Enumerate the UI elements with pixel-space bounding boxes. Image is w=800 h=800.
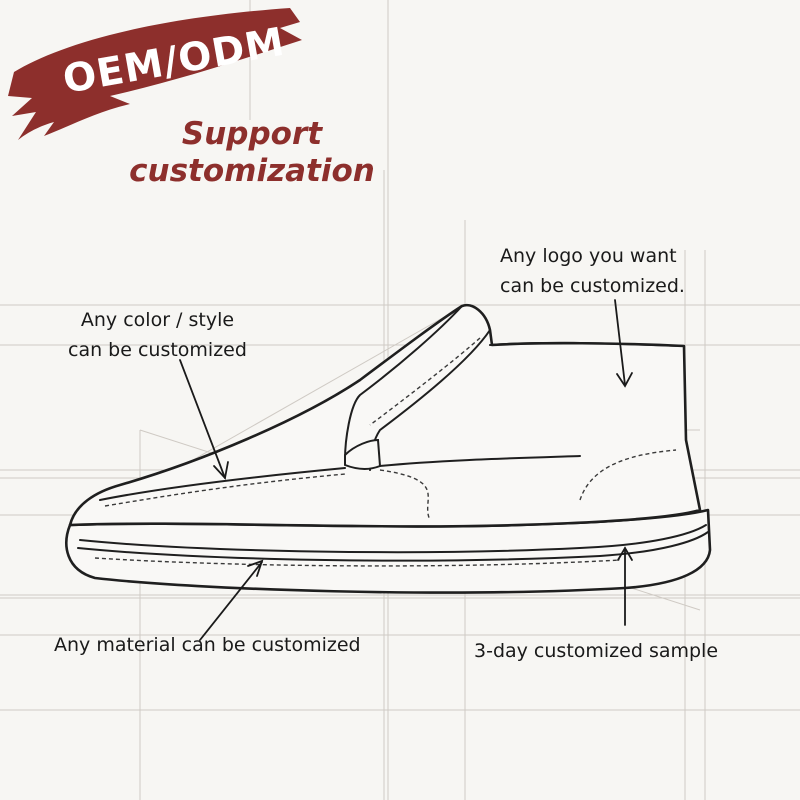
annotation-color-style-line2: can be customized — [68, 339, 247, 361]
annotation-material: Any material can be customized — [54, 634, 361, 656]
brush-banner — [8, 8, 302, 140]
annotation-arrows — [179, 299, 633, 641]
annotation-color-style: Any color / style can be customized — [68, 305, 247, 365]
stitching — [94, 337, 677, 567]
tagline-line2: customization — [129, 153, 375, 189]
annotation-logo: Any logo you want can be customized. — [500, 241, 685, 301]
annotation-sample: 3-day customized sample — [474, 640, 719, 662]
shoe-details — [77, 305, 709, 562]
tagline-line1: Support — [181, 116, 323, 152]
tagline: Support customization — [112, 116, 392, 190]
annotation-logo-line1: Any logo you want — [500, 245, 677, 267]
annotation-logo-line2: can be customized. — [500, 275, 685, 297]
annotation-color-style-line1: Any color / style — [80, 309, 235, 331]
